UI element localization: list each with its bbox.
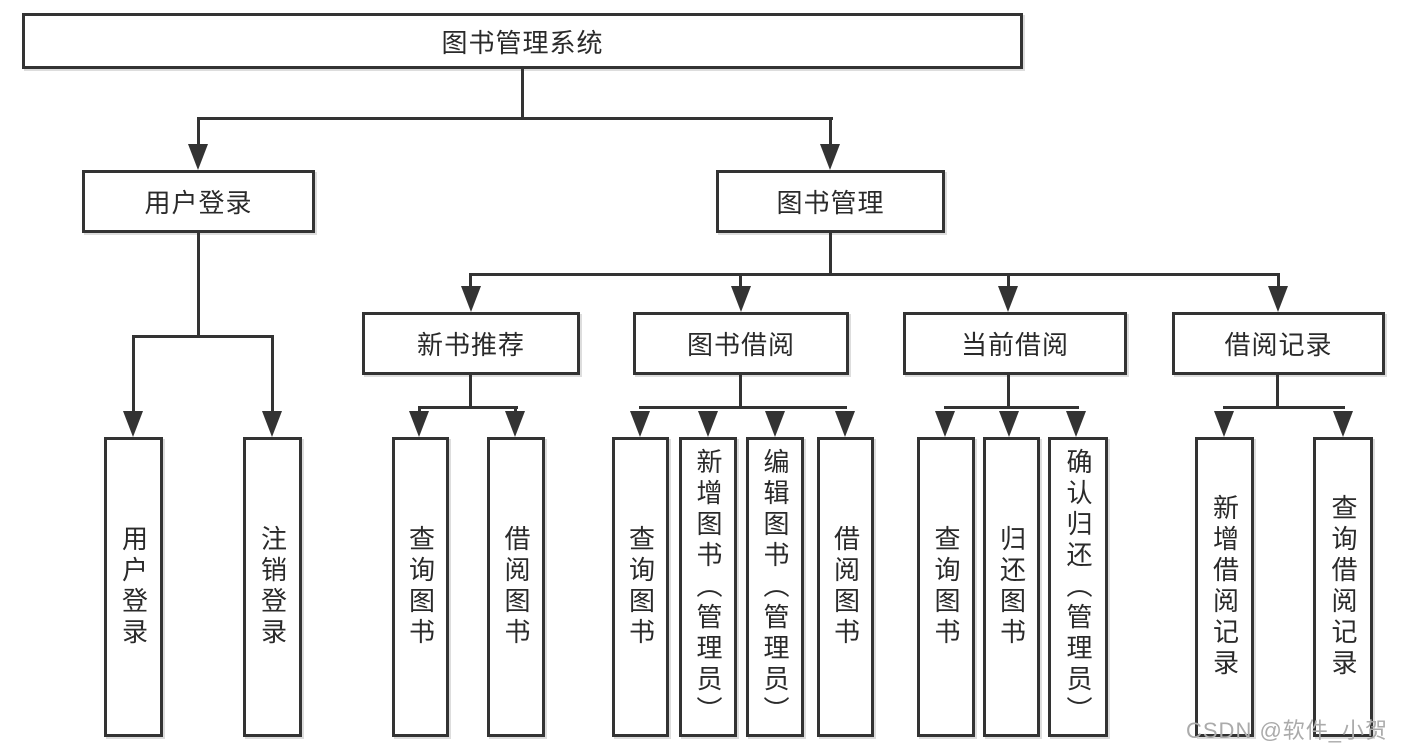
connector-vline <box>1007 375 1010 409</box>
arrow-down-icon <box>262 411 282 437</box>
connector-vline <box>829 233 832 275</box>
connector-hline <box>639 406 847 409</box>
arrow-down-icon <box>123 411 143 437</box>
connector-vline <box>418 406 421 414</box>
connector-vline <box>521 68 524 118</box>
arrow-down-icon <box>731 286 751 312</box>
connector-hline <box>469 273 1280 276</box>
connector-vline <box>739 273 742 289</box>
connector-hline <box>132 335 274 338</box>
arrow-down-icon <box>461 286 481 312</box>
arrow-down-icon <box>1268 286 1288 312</box>
leaf-return-book: 归还图书 <box>983 437 1040 737</box>
connector-vline <box>469 273 472 289</box>
arrow-down-icon <box>188 144 208 170</box>
connector-vline <box>197 117 200 147</box>
leaf-logout: 注销登录 <box>243 437 302 737</box>
watermark: CSDN @软件_小贺同学 <box>1186 718 1389 743</box>
arrow-down-icon <box>1333 411 1353 437</box>
arrow-down-icon <box>820 144 840 170</box>
leaf-borrow-books-recommend: 借阅图书 <box>487 437 545 737</box>
leaf-borrow-books-borrowing: 借阅图书 <box>817 437 874 737</box>
connector-hline <box>944 406 1079 409</box>
leaf-query-books-current: 查询图书 <box>917 437 975 737</box>
leaf-query-borrow-record: 查询借阅记录 <box>1313 437 1373 737</box>
connector-vline <box>514 406 517 414</box>
connector-vline <box>197 233 200 337</box>
leaf-edit-book-admin: 编辑图书（管理员） <box>746 437 804 737</box>
node-user-login: 用户登录 <box>82 170 315 233</box>
connector-vline <box>271 335 274 413</box>
arrow-down-icon <box>505 411 525 437</box>
node-new-book-recommendation: 新书推荐 <box>362 312 580 375</box>
connector-vline <box>829 117 832 147</box>
connector-hline <box>418 406 518 409</box>
connector-vline <box>1277 273 1280 289</box>
leaf-add-book-admin: 新增图书（管理员） <box>679 437 737 737</box>
arrow-down-icon <box>409 411 429 437</box>
arrow-down-icon <box>1214 411 1234 437</box>
leaf-query-books-borrowing: 查询图书 <box>612 437 669 737</box>
connector-vline <box>132 335 135 413</box>
node-library-system: 图书管理系统 <box>22 13 1023 69</box>
arrow-down-icon <box>935 411 955 437</box>
connector-vline <box>739 375 742 409</box>
leaf-add-borrow-record: 新增借阅记录 <box>1195 437 1254 737</box>
arrow-down-icon <box>630 411 650 437</box>
arrow-down-icon <box>998 286 1018 312</box>
node-borrowing-records: 借阅记录 <box>1172 312 1385 375</box>
connector-vline <box>469 375 472 409</box>
connector-hline <box>197 117 833 120</box>
arrow-down-icon <box>999 411 1019 437</box>
arrow-down-icon <box>765 411 785 437</box>
connector-vline <box>1007 273 1010 289</box>
node-book-borrowing: 图书借阅 <box>633 312 849 375</box>
node-book-management: 图书管理 <box>716 170 945 233</box>
arrow-down-icon <box>1066 411 1086 437</box>
leaf-user-login: 用户登录 <box>104 437 163 737</box>
arrow-down-icon <box>698 411 718 437</box>
leaf-confirm-return-admin: 确认归还（管理员） <box>1048 437 1108 737</box>
leaf-query-books-recommend: 查询图书 <box>392 437 449 737</box>
arrow-down-icon <box>835 411 855 437</box>
connector-hline <box>1223 406 1345 409</box>
connector-vline <box>1276 375 1279 409</box>
node-current-borrowing: 当前借阅 <box>903 312 1127 375</box>
